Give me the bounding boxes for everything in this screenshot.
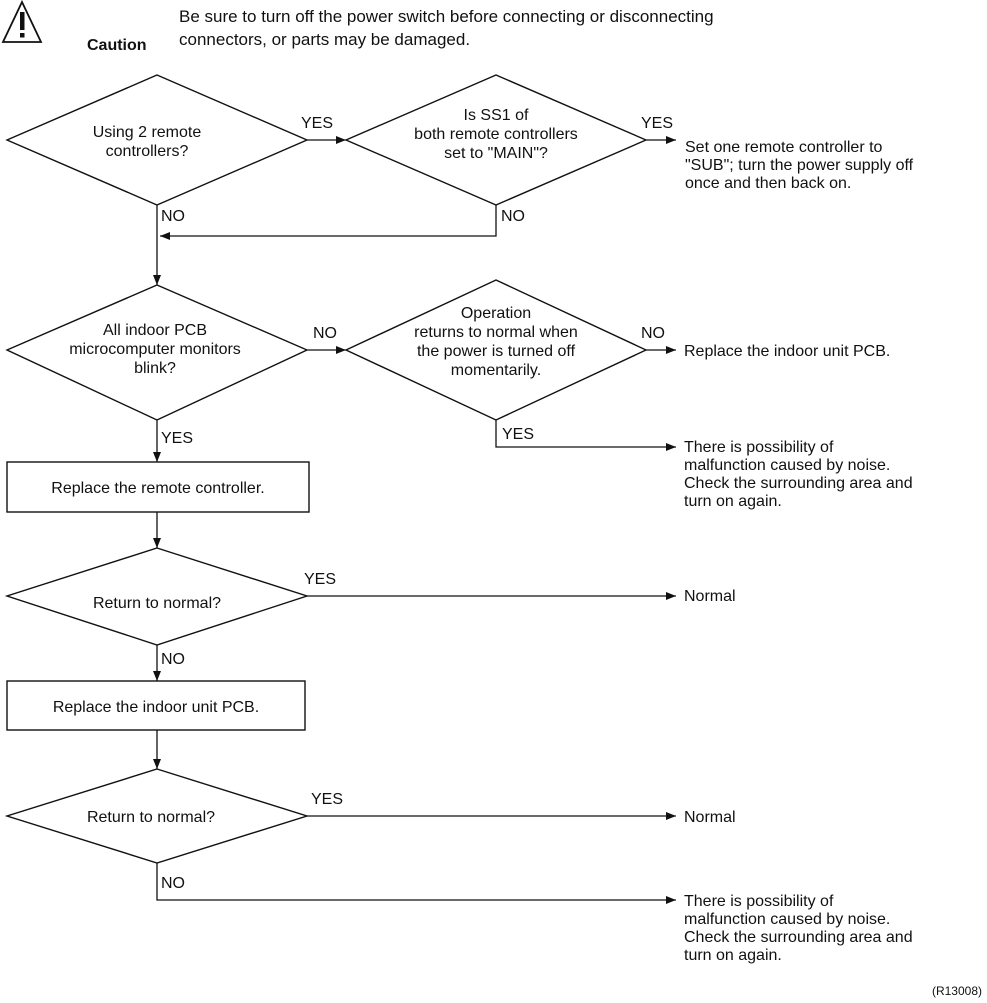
text-line: Return to normal? xyxy=(93,595,221,612)
decision-ss1-main: Is SS1 of both remote controllers set to "… xyxy=(344,74,648,206)
label-no: NO xyxy=(641,325,665,342)
arrowhead xyxy=(153,275,161,285)
label-yes: YES xyxy=(301,115,333,132)
caution-label: Caution xyxy=(87,37,147,54)
text-line: turn on again. xyxy=(684,493,782,510)
text-line: malfunction caused by noise. xyxy=(684,911,890,928)
text-line: Check the surrounding area and xyxy=(684,475,913,492)
text-line: Normal xyxy=(684,588,736,605)
arrowhead xyxy=(153,759,161,769)
label-no: NO xyxy=(161,208,185,225)
decision-ss1-main-text: Is SS1 of both remote controllers set to "… xyxy=(414,107,578,162)
label-yes: YES xyxy=(304,571,336,588)
arrowhead xyxy=(666,812,676,820)
label-no: NO xyxy=(313,325,337,342)
text-line: Replace the indoor unit PCB. xyxy=(53,699,259,716)
decision-two-remotes: Using 2 remote controllers? xyxy=(5,74,309,206)
label-yes: YES xyxy=(641,115,673,132)
text-line: momentarily. xyxy=(451,362,541,379)
arrowhead xyxy=(666,443,676,451)
connector-line xyxy=(160,205,497,237)
caution-text: Be sure to turn off the power switch bef… xyxy=(179,7,714,49)
text-line: Replace the remote controller. xyxy=(51,480,264,497)
text-line: returns to normal when xyxy=(414,324,578,341)
decision-two-remotes-text: Using 2 remote controllers? xyxy=(93,124,202,160)
text-line: malfunction caused by noise. xyxy=(684,457,890,474)
text-line: There is possibility of xyxy=(684,893,834,910)
connector-line xyxy=(495,420,676,448)
text-line: Replace the indoor unit PCB. xyxy=(684,343,890,360)
decision-power-reset: Operation returns to normal when the power… xyxy=(344,279,648,421)
arrowhead xyxy=(336,346,346,354)
text-line: Is SS1 of xyxy=(464,107,529,124)
text-line: once and then back on. xyxy=(685,175,851,192)
text-line: Set one remote controller to xyxy=(685,139,883,156)
label-no: NO xyxy=(161,875,185,892)
arrowhead xyxy=(153,452,161,462)
text-line: turn on again. xyxy=(684,947,782,964)
text-line: both remote controllers xyxy=(414,126,578,143)
decision-pcb-blink-text: All indoor PCB microcomputer monitors blin… xyxy=(69,322,241,377)
text-line: connectors, or parts may be damaged. xyxy=(179,30,470,49)
label-yes: YES xyxy=(502,426,534,443)
arrowhead xyxy=(666,346,676,354)
text-line: the power is turned off xyxy=(417,343,576,360)
process-replace-pcb: Replace the indoor unit PCB. xyxy=(6,680,306,731)
process-replace-remote-text: Replace the remote controller. xyxy=(51,480,264,497)
connector-line xyxy=(156,863,676,901)
label-yes: YES xyxy=(161,430,193,447)
branch-labels: YES YES NO NO NO NO YES YES YES NO YES N… xyxy=(161,115,673,892)
decision-normal-2: Return to normal? xyxy=(4,768,310,864)
text-line: Operation xyxy=(461,305,531,322)
result-replace-pcb: Replace the indoor unit PCB. xyxy=(684,343,890,360)
text-line: Be sure to turn off the power switch bef… xyxy=(179,7,714,26)
process-replace-pcb-text: Replace the indoor unit PCB. xyxy=(53,699,259,716)
caution-header: Caution Be sure to turn off the power sw… xyxy=(1,0,714,54)
label-yes: YES xyxy=(311,791,343,808)
decision-pcb-blink: All indoor PCB microcomputer monitors blin… xyxy=(5,284,309,421)
result-normal-1: Normal xyxy=(684,588,736,605)
arrowhead xyxy=(666,136,676,144)
decision-normal-1-text: Return to normal? xyxy=(93,595,221,612)
connectors xyxy=(153,136,676,904)
arrowhead xyxy=(160,232,170,240)
text-line: There is possibility of xyxy=(684,439,834,456)
label-no: NO xyxy=(501,208,525,225)
text-line: blink? xyxy=(134,360,176,377)
arrowhead xyxy=(666,592,676,600)
arrowhead xyxy=(336,136,346,144)
text-line: Check the surrounding area and xyxy=(684,929,913,946)
label-no: NO xyxy=(161,651,185,668)
decision-normal-2-text: Return to normal? xyxy=(87,809,215,826)
decision-normal-1: Return to normal? xyxy=(4,547,310,646)
results: Set one remote controller to"SUB"; turn … xyxy=(684,139,914,964)
text-line: "SUB"; turn the power supply off xyxy=(685,157,914,174)
arrowhead xyxy=(153,538,161,548)
result-set-sub: Set one remote controller to"SUB"; turn … xyxy=(685,139,914,192)
text-line: Return to normal? xyxy=(87,809,215,826)
result-normal-2: Normal xyxy=(684,809,736,826)
process-replace-remote: Replace the remote controller. xyxy=(6,461,310,513)
arrowhead xyxy=(666,896,676,904)
reference-code: (R13008) xyxy=(932,984,982,998)
text-line: microcomputer monitors xyxy=(69,341,241,358)
arrowhead xyxy=(153,671,161,681)
text-line: set to "MAIN"? xyxy=(444,145,548,162)
decision-power-reset-text: Operation returns to normal when the power… xyxy=(414,305,578,379)
text-line: controllers? xyxy=(106,143,189,160)
text-line: All indoor PCB xyxy=(103,322,207,339)
text-line: Normal xyxy=(684,809,736,826)
warning-triangle-icon xyxy=(1,0,43,43)
text-line: Using 2 remote xyxy=(93,124,202,141)
